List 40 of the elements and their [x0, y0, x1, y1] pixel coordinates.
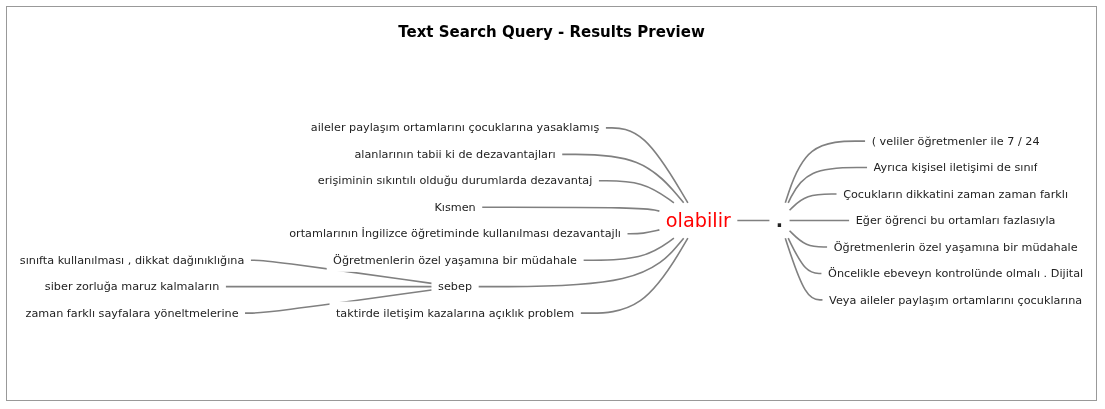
node-text: Öğretmenlerin özel yaşamına bir müdahale	[333, 253, 577, 267]
node-text: Öncelikle ebeveyn kontrolünde olmalı . Dijital	[828, 266, 1084, 280]
node-text: Çocukların dikkatini zaman zaman farklı	[843, 187, 1069, 201]
connector	[784, 140, 867, 204]
connector	[788, 229, 829, 248]
connector	[787, 237, 823, 275]
node-text: Kısmen	[434, 200, 476, 214]
connector	[249, 259, 433, 285]
connector	[788, 193, 838, 212]
node-text: sebep	[438, 279, 473, 293]
node-text: ortamlarının İngilizce öğretiminde kullanılması dezavantajlı	[289, 226, 621, 240]
connector	[597, 180, 675, 204]
node-text: aileler paylaşım ortamlarını çocuklarına yasaklamış	[310, 121, 600, 134]
node-text: sınıfta kullanılması , dikkat dağınıklığına	[19, 253, 245, 267]
connector	[784, 237, 824, 301]
connector	[787, 166, 868, 204]
node-text: .	[775, 209, 784, 232]
connector	[481, 206, 661, 212]
connector	[604, 127, 689, 204]
diagram-title: Text Search Query - Results Preview	[398, 23, 705, 41]
node-text: Ayrıca kişisel iletişimi de sınıf	[873, 160, 1038, 174]
node-text: zaman farklı sayfalara yöneltmelerine	[25, 306, 239, 320]
node-text: taktirde iletişim kazalarına açıklık problem	[335, 306, 575, 320]
node-text: siber zorluğa maruz kalmaların	[44, 279, 220, 293]
connector	[582, 237, 675, 261]
node-text: erişiminin sıkıntılı olduğu durumlarda dezavantaj	[317, 173, 593, 187]
node-text: ( veliler öğretmenler ile 7 / 24	[871, 134, 1040, 148]
connector	[224, 285, 433, 288]
connector	[579, 237, 689, 314]
connector	[561, 153, 685, 204]
node-text: alanlarının tabii ki de dezavantajları	[354, 147, 556, 161]
connector	[736, 219, 771, 222]
node-text: Veya aileler paylaşım ortamlarını çocuklarına	[829, 293, 1083, 306]
connector	[788, 219, 851, 222]
node-text: olabilir	[665, 209, 731, 232]
node-text: Öğretmenlerin özel yaşamına bir müdahale	[833, 240, 1078, 253]
node-text: Eğer öğrenci bu ortamları fazlasıyla	[855, 213, 1056, 227]
connector	[244, 289, 433, 314]
connector	[626, 229, 661, 235]
connector	[477, 237, 685, 288]
